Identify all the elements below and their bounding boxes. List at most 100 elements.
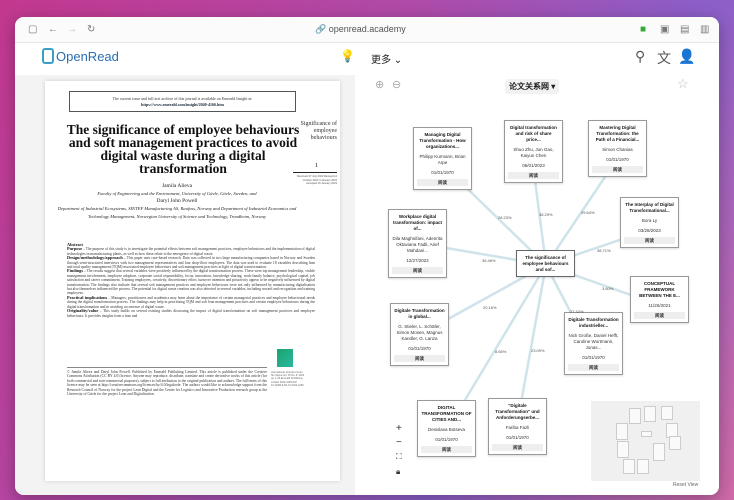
graph-type-label: 论文关系网 [509,82,549,91]
node-title: The significance of employee behaviours … [522,255,569,272]
node-title: Workplace digital transformation: impact… [392,214,442,231]
openread-logo[interactable]: OpenRead [42,48,119,64]
avatar[interactable]: 👤 [678,48,696,64]
paper-node[interactable]: Digital transformation and risk of share… [504,120,563,183]
paper-node[interactable]: "Digitale Transformation" und Anforderun… [488,398,547,455]
read-button[interactable]: 阅读 [492,444,543,451]
logo-icon [42,48,54,64]
node-authors: G. Stieler, L. Schäfer, Simon Mosen, Mag… [396,324,443,341]
authors-block: Jamila Alieva Faculty of Engineering and… [57,183,297,221]
similarity-label: 38.29% [539,212,553,217]
similarity-label: 38.71% [597,248,611,253]
translate-icon[interactable]: 文 [657,50,671,66]
star-icon[interactable]: ☆ [677,76,689,91]
extension-icon[interactable]: ■ [640,24,647,35]
author-affiliation: Department of Industrial Ecosystems, SIN… [57,206,297,219]
paper-node[interactable]: The Interplay of Digital Transformationa… [620,197,679,248]
fit-view-icon[interactable]: ⛶ [396,452,402,461]
page-number: 1 [315,163,318,169]
center-paper-node[interactable]: The significance of employee behaviours … [516,250,575,277]
zoom-out-icon[interactable]: ⊖ [392,79,402,91]
author-name: Daryl John Powell [156,198,198,204]
node-title: Digital transformation and risk of share… [510,125,557,142]
share-icon[interactable]: ▣ [660,24,670,35]
paper-node[interactable]: Workplace digital transformation: impact… [388,209,447,278]
lightbulb-icon[interactable]: 💡 [340,49,355,63]
search-icon[interactable]: ⚲ [635,48,646,64]
read-button[interactable]: 阅读 [394,355,445,362]
browser-window: ▢ ← → ↻ 🔗 openread.academy ■ ▣ ▤ ▥ OpenR… [15,17,719,495]
reset-view-button[interactable]: Reset View [673,482,699,488]
back-icon[interactable]: ← [48,24,58,35]
node-date: 11/26/2021 [648,303,671,308]
node-date: 01/01/1970 [606,157,629,162]
section-label: Practical implications [67,294,108,300]
zoom-plus-button[interactable]: + [396,423,402,434]
similarity-label: 29.64% [581,210,595,215]
section-label: Originality/value [67,308,99,314]
node-title: Managing Digital Transformation - How or… [419,132,466,149]
similarity-label: 28.23% [498,215,512,220]
similarity-label: 23.09% [531,348,545,353]
zoom-minus-button[interactable]: − [396,437,402,448]
reload-icon[interactable]: ↻ [87,24,96,35]
similarity-label: 20.16% [483,305,497,310]
node-date: 01/01/1970 [408,346,431,351]
more-label: 更多 [371,55,391,66]
graph-type-select[interactable]: 论文关系网 ▾ [505,79,560,94]
similarity-label: 8.65% [495,349,507,354]
paper-node[interactable]: CONCEPTUAL FRAMEWORK BETWEEN THE E...11/… [630,276,689,323]
paper-node[interactable]: DIGITAL TRANSFORMATION OF CITIES AND... D… [417,400,476,457]
node-title: "Digitale Transformation" und Anforderun… [495,403,540,420]
read-button[interactable]: 阅读 [421,446,472,453]
paper-node[interactable]: Digitale Transformation industrieller...… [564,312,623,375]
app-header: OpenRead 💡 更多 ⌄ ⚲ 文 👤 [15,43,719,75]
license-text: © Jamila Alieva and Daryl John Powell. P… [67,367,267,396]
pdf-viewer[interactable]: The current issue and full text archive … [15,75,355,495]
node-date: 01/01/1970 [431,170,454,175]
minimap[interactable] [591,401,700,481]
read-button[interactable]: 阅读 [634,312,685,319]
emerald-logo [277,349,293,367]
read-button[interactable]: 阅读 [624,237,675,244]
graph-panel: ⊕ ⊖ 论文关系网 ▾ ☆ Managing Digital Transform… [355,75,719,495]
section-text: – The purpose of this study is to invest… [67,247,315,256]
tabs-icon[interactable]: ▤ [680,24,690,35]
read-button[interactable]: 阅读 [568,364,619,371]
read-button[interactable]: 阅读 [508,172,559,179]
similarity-label: 36.46% [482,258,496,263]
node-authors: Simon Chanias [602,147,633,152]
forward-icon[interactable]: → [67,24,77,35]
node-title: Digitale Transformation in global... [394,308,445,319]
node-authors: Desislava Botseva [427,427,466,432]
node-title: DIGITAL TRANSFORMATION OF CITIES AND... [421,405,472,422]
node-authors: Dila Maghnifani, Adenrita Oktaviana Fadl… [392,236,443,253]
node-title: Digitale Transformation industrieller... [568,317,619,328]
node-authors: Shuo Zhu, Jun Gao, Kaiyun Chen [513,147,554,158]
node-date: 01/01/1970 [435,437,458,442]
paper-node[interactable]: Managing Digital Transformation - How or… [413,127,472,190]
more-menu[interactable]: 更多 ⌄ [371,55,403,66]
abstract-heading: Abstract [67,242,83,247]
notice-link[interactable]: https://www.emerald.com/insight/2040-416… [141,102,224,107]
abstract-section: Design/methodology/approach – This paper… [67,256,315,270]
running-head: Significance of employee behaviours [300,121,338,141]
section-text: – This study builds on several existing … [67,309,315,318]
paper-node[interactable]: Digitale Transformation in global... G. S… [390,303,449,366]
node-date: 12/27/2022 [406,258,429,263]
read-button[interactable]: 阅读 [417,179,468,186]
address-bar[interactable]: 🔗 openread.academy [315,24,406,34]
node-title: The Interplay of Digital Transformationa… [625,202,674,213]
sidebar-right-icon[interactable]: ▥ [700,24,710,35]
publisher-note: International Journal of Lean Six Sigma … [271,371,305,387]
read-button[interactable]: 阅读 [392,267,443,274]
lock-icon[interactable]: 🔒︎ [396,467,401,476]
zoom-in-icon[interactable]: ⊕ [375,79,385,91]
sidebar-toggle-icon[interactable]: ▢ [28,24,38,35]
node-title: Mastering Digital Transformation: the Pa… [595,125,640,142]
paper-node[interactable]: Mastering Digital Transformation: the Pa… [588,120,647,177]
author-affiliation: Faculty of Engineering and the Environme… [97,191,257,196]
read-button[interactable]: 阅读 [592,166,643,173]
journal-notice: The current issue and full text archive … [69,91,296,112]
section-text: – Managers, practitioners and academics … [67,295,315,309]
